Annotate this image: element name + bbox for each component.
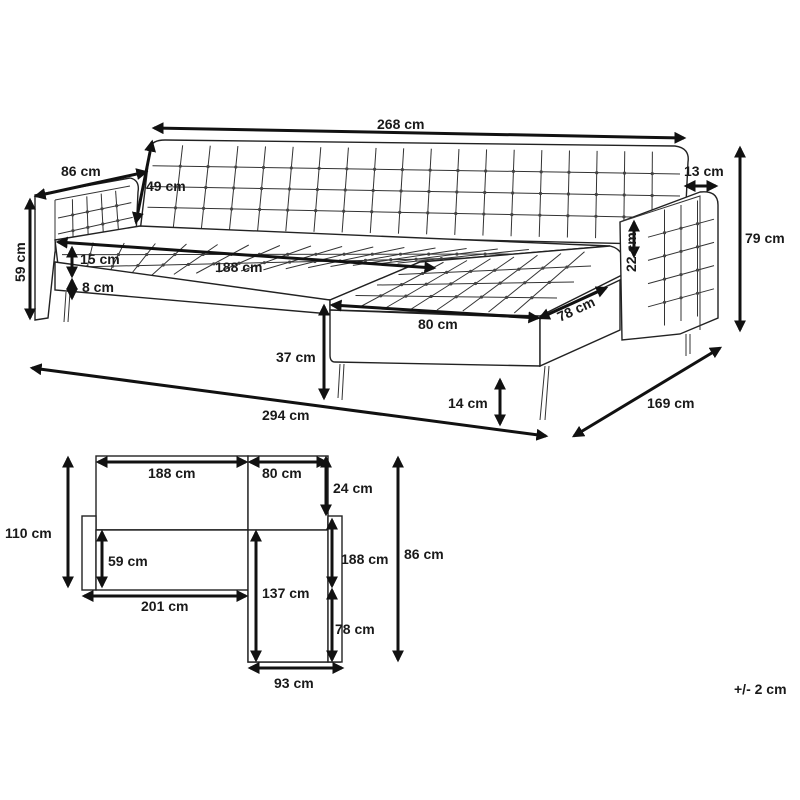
label-seat-height: 37 cm — [276, 349, 316, 365]
plan-label-left-depth: 110 cm — [5, 525, 52, 541]
label-total-width: 268 cm — [377, 116, 424, 132]
label-overall-length: 294 cm — [262, 407, 309, 423]
right-armrest-tufting — [647, 200, 715, 326]
label-backrest-height: 49 cm — [146, 178, 186, 194]
plan-chaise-top — [247, 455, 329, 531]
sofa-leg — [539, 365, 550, 421]
label-seat-width: 188 cm — [215, 259, 262, 275]
sofa-perspective-drawing — [34, 139, 719, 421]
label-overall-depth: 169 cm — [647, 395, 694, 411]
plan-label-chaise-depth: 188 cm — [341, 551, 388, 567]
plan-label-chaise-bottom: 93 cm — [274, 675, 314, 691]
label-arm-width: 13 cm — [684, 163, 724, 179]
label-cushion-thickness: 15 cm — [80, 251, 120, 267]
tolerance-note: +/- 2 cm — [734, 681, 787, 697]
label-armrest-depth: 86 cm — [61, 163, 101, 179]
plan-label-chaise-lower: 78 cm — [335, 621, 375, 637]
arrow-86 — [33, 168, 149, 200]
label-total-height: 79 cm — [745, 230, 785, 246]
label-chaise-width: 80 cm — [418, 316, 458, 332]
plan-label-top-seat-width: 188 cm — [148, 465, 195, 481]
plan-right-armrest — [327, 515, 343, 663]
label-chaise-cushion: 22 cm — [623, 232, 639, 272]
plan-labels: 188 cm 80 cm 24 cm 110 cm 59 cm 188 cm 8… — [5, 465, 444, 691]
arrow-169 — [571, 346, 723, 438]
label-leg-height: 14 cm — [448, 395, 488, 411]
sofa-leg — [337, 363, 345, 401]
plan-left-armrest — [81, 515, 97, 591]
backrest-tufting — [147, 145, 681, 240]
arrow-294 — [29, 363, 549, 441]
plan-main-seat — [95, 529, 249, 591]
arrow-188 — [55, 236, 437, 274]
label-leg-clearance: 8 cm — [82, 279, 114, 295]
plan-dimension-arrows — [62, 455, 404, 674]
plan-label-seat-depth: 59 cm — [108, 553, 148, 569]
plan-label-back-depth: 24 cm — [333, 480, 373, 496]
label-total-height-left: 59 cm — [12, 242, 28, 282]
plan-label-chaise-inner: 137 cm — [262, 585, 309, 601]
plan-label-bottom-width: 201 cm — [141, 598, 188, 614]
sofa-leg — [63, 291, 71, 323]
arrow-78 — [537, 286, 609, 320]
arrow-49 — [131, 139, 157, 225]
sofa-leg — [685, 334, 691, 356]
plan-label-total-depth: 86 cm — [404, 546, 444, 562]
plan-label-top-chaise-width: 80 cm — [262, 465, 302, 481]
perspective-dimension-arrows — [24, 122, 746, 441]
arrow-80 — [329, 299, 541, 324]
arrow-268 — [151, 122, 687, 144]
